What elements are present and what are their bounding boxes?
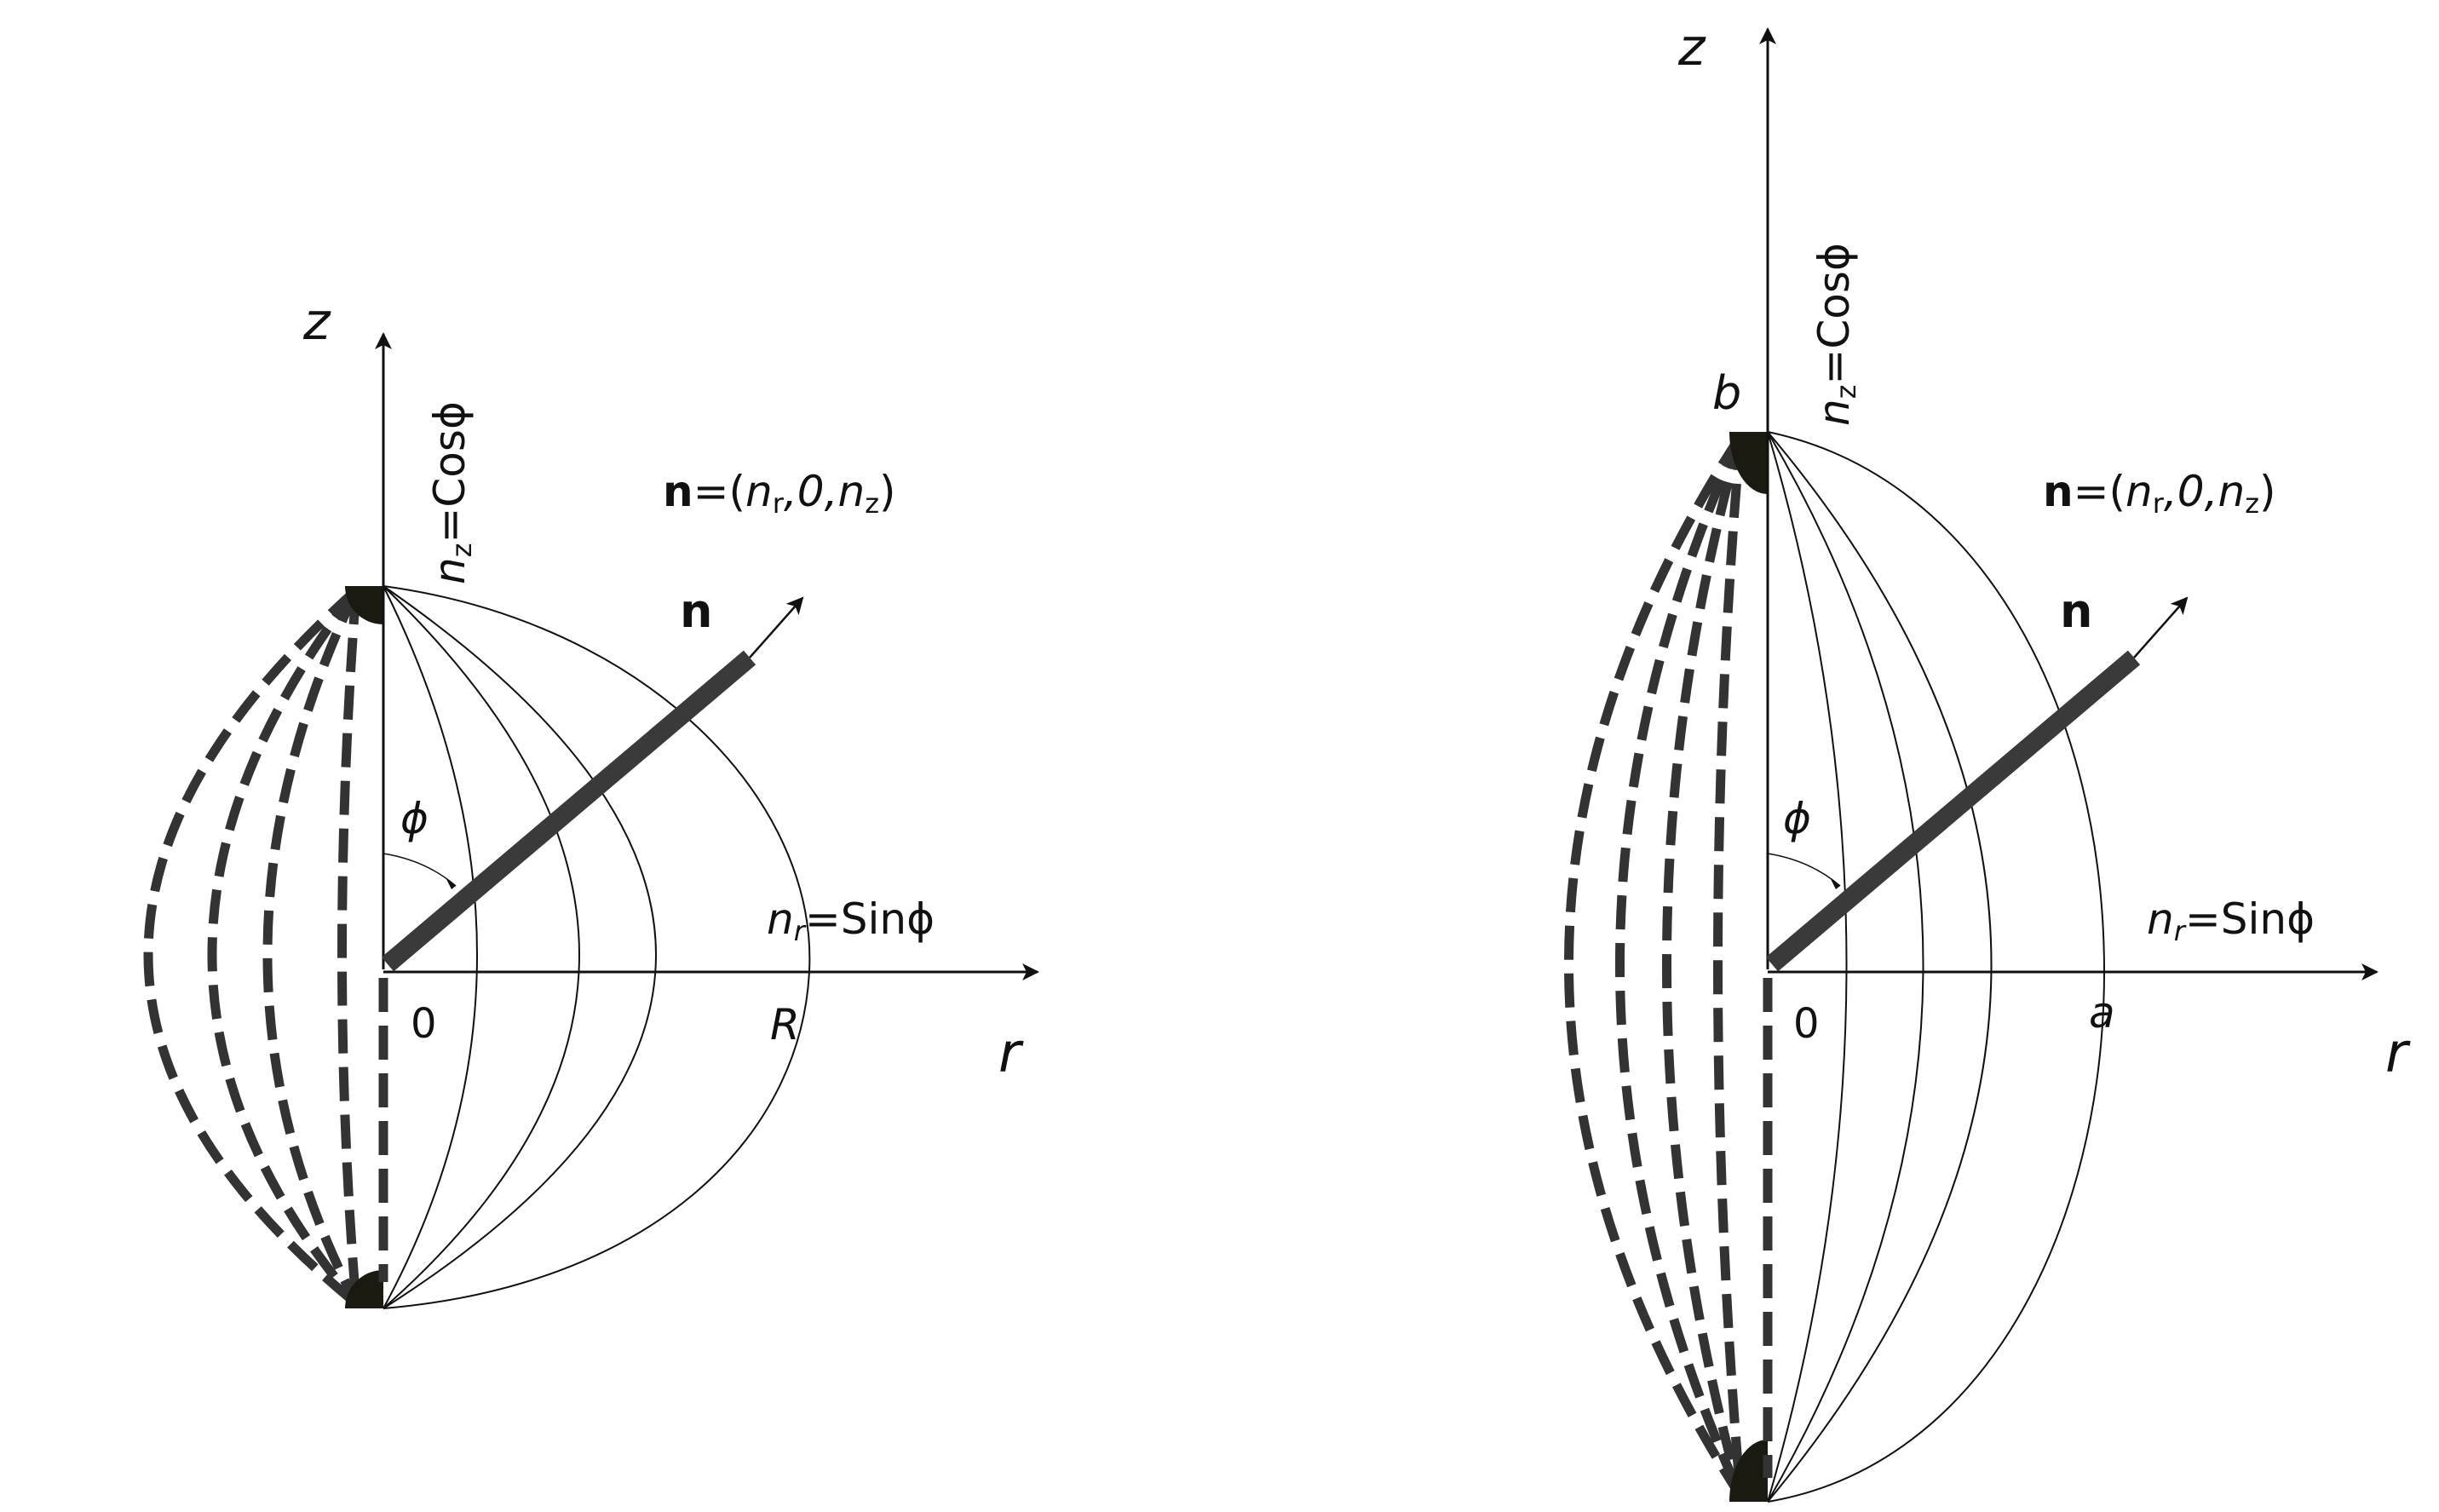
left-dashed-meridians (143, 586, 361, 1308)
right-origin-label: 0 (1793, 1000, 1820, 1048)
left-angle-label: ϕ (400, 794, 429, 843)
right-panel: z r b nz=Cosϕ n=(nr,0,nz) n ϕ nr=Sinϕ 0 … (1564, 18, 2411, 1503)
right-solid-meridians (1767, 431, 2106, 1503)
left-origin-label: 0 (411, 1000, 437, 1048)
right-angle-arc (1767, 853, 1841, 887)
right-nr-label: nr=Sinϕ (2147, 894, 2315, 947)
right-dashed-3 (1615, 434, 1746, 1498)
left-meridian-2 (383, 585, 580, 1309)
left-bottom-pole-cap (345, 1270, 383, 1308)
left-nz-label: nz=Cosϕ (425, 401, 478, 584)
right-meridian-4-outline (1767, 431, 2106, 1503)
right-fiber-rod (1765, 650, 2141, 972)
right-bottom-pole-cap (1729, 1440, 1768, 1502)
right-vector-arrow (2133, 596, 2189, 658)
left-vector-arrow (749, 596, 804, 658)
left-nr-label: nr=Sinϕ (767, 894, 935, 947)
right-vector-label: n (2060, 584, 2092, 638)
right-z-axis-label: z (1677, 18, 1706, 78)
left-vector-equation: n=(nr,0,nz) (663, 467, 896, 520)
right-angle-arrowhead (1831, 879, 1840, 889)
right-vector-equation: n=(nr,0,nz) (2043, 467, 2276, 520)
left-r-axis-label: r (998, 1022, 1024, 1085)
right-top-pole-cap (1729, 432, 1768, 494)
left-extent-label: R (770, 1000, 800, 1049)
left-meridian-3 (383, 585, 657, 1309)
left-z-axis-label: z (302, 292, 331, 352)
right-dashed-2 (1662, 434, 1746, 1498)
right-dashed-1 (1713, 435, 1746, 1497)
left-panel: z r nz=Cosϕ n=(nr,0,nz) n ϕ nr=Sinϕ 0 R (143, 292, 1039, 1309)
left-dashed-1 (337, 589, 361, 1304)
right-angle-label: ϕ (1783, 794, 1811, 843)
right-meridian-1 (1767, 431, 1848, 1503)
right-extent-label: a (2089, 988, 2115, 1038)
left-meridian-1 (383, 585, 478, 1309)
left-dashed-2 (262, 588, 360, 1306)
left-fiber-rod (381, 650, 756, 972)
right-meridian-3 (1767, 431, 1993, 1503)
left-dashed-4 (143, 586, 360, 1308)
right-dashed-meridians (1564, 433, 1746, 1498)
left-vector-label: n (680, 584, 712, 638)
right-meridian-2 (1767, 431, 1924, 1503)
left-top-pole-cap (345, 586, 383, 624)
left-dashed-3 (207, 587, 360, 1307)
left-solid-meridians (383, 585, 811, 1309)
right-top-label: b (1712, 366, 1741, 420)
left-angle-arc (383, 853, 457, 887)
left-angle-arrowhead (446, 879, 456, 889)
right-r-axis-label: r (2385, 1022, 2411, 1085)
left-meridian-4-outline (383, 585, 811, 1309)
right-nz-label: nz=Cosϕ (1809, 243, 1862, 426)
